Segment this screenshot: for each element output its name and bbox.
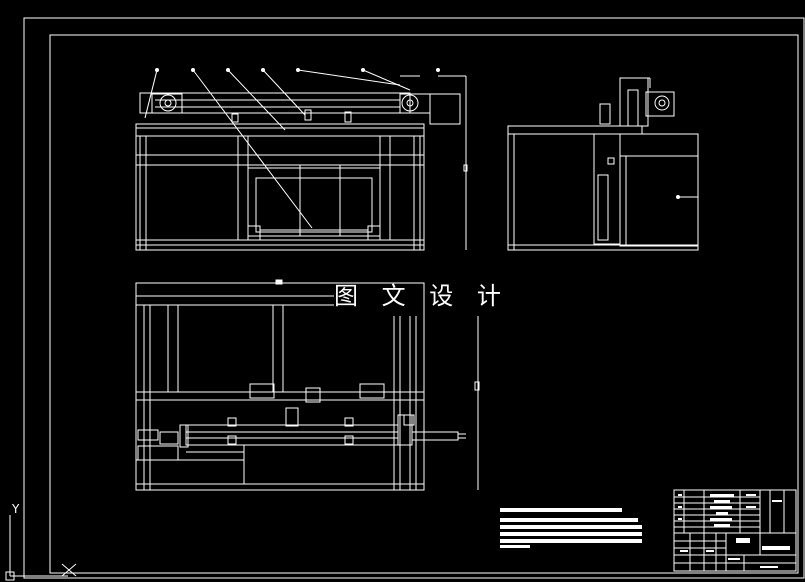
ucs-y-label: Y: [12, 502, 20, 516]
front-view: [135, 68, 468, 251]
watermark-text: 图 文 设 计: [334, 282, 509, 310]
ucs-icon: [5, 515, 77, 581]
side-view: [507, 77, 699, 251]
inner-frame: [49, 34, 799, 574]
title-block: [673, 489, 797, 572]
technical-notes: [500, 508, 642, 548]
top-view: [135, 279, 480, 491]
outer-frame: [23, 17, 805, 579]
